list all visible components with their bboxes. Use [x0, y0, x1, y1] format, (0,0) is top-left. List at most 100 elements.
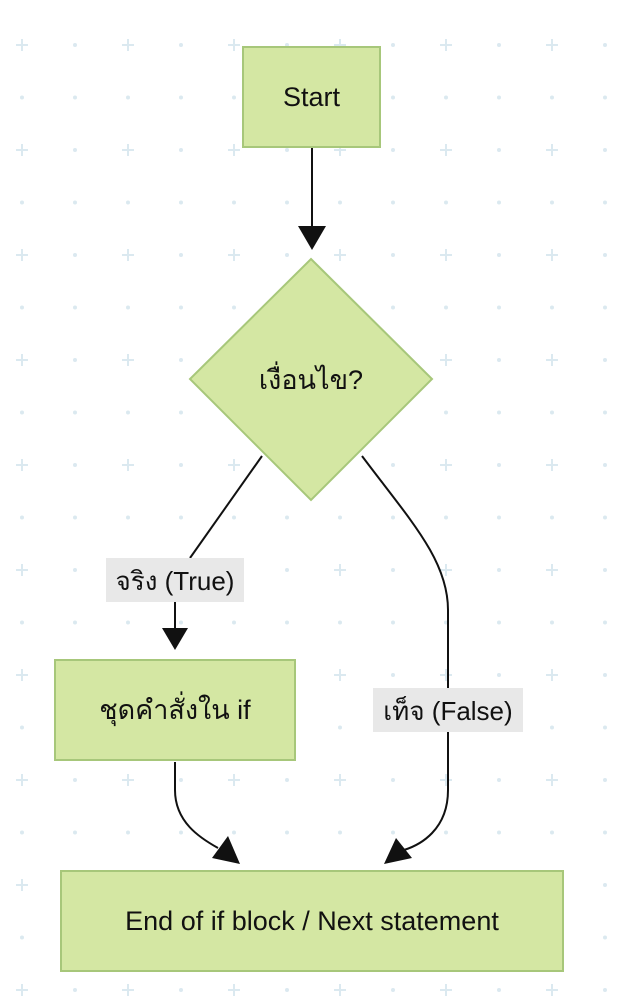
grid-dot-mark — [497, 515, 501, 520]
grid-plus-mark — [334, 774, 346, 786]
grid-dot-mark — [603, 305, 607, 310]
grid-dot-mark — [550, 830, 554, 835]
grid-dot-mark — [73, 620, 77, 625]
grid-plus-mark — [122, 39, 134, 51]
grid-dot-mark — [179, 463, 183, 467]
grid-dot-mark — [126, 410, 130, 415]
grid-dot-mark — [73, 568, 77, 572]
grid-dot-mark — [391, 778, 395, 782]
grid-dot-mark — [444, 305, 448, 310]
grid-dot-mark — [444, 515, 448, 520]
grid-dot-mark — [232, 620, 236, 625]
grid-dot-mark — [391, 515, 395, 520]
edge-label-true-background — [106, 558, 244, 602]
grid-dot-mark — [73, 988, 77, 992]
grid-plus-mark — [440, 774, 452, 786]
arrowhead-start-to-condition — [298, 226, 326, 250]
grid-plus-mark — [16, 354, 28, 366]
edge-label-false: เท็จ (False) — [373, 688, 523, 732]
grid-dot-mark — [497, 463, 501, 467]
node-condition[interactable]: เงื่อนไข? — [188, 257, 434, 502]
arrowhead-true-to-if — [162, 628, 188, 650]
grid-dot-mark — [20, 515, 24, 520]
grid-dot-mark — [497, 358, 501, 362]
grid-dot-mark — [603, 358, 607, 362]
grid-dot-mark — [391, 95, 395, 100]
grid-dot-mark — [603, 673, 607, 677]
grid-plus-mark — [16, 39, 28, 51]
grid-dot-mark — [391, 148, 395, 152]
grid-dot-mark — [73, 358, 77, 362]
grid-dot-mark — [497, 568, 501, 572]
grid-dot-mark — [232, 200, 236, 205]
node-start[interactable]: Start — [242, 46, 381, 148]
grid-plus-mark — [546, 984, 558, 996]
grid-dot-mark — [179, 515, 183, 520]
grid-dot-mark — [126, 200, 130, 205]
grid-dot-mark — [497, 830, 501, 835]
edge-label-false-background — [373, 688, 523, 732]
edge-label-false-text: เท็จ (False) — [383, 695, 512, 726]
grid-dot-mark — [179, 620, 183, 625]
grid-dot-mark — [391, 463, 395, 467]
grid-dot-mark — [391, 200, 395, 205]
grid-dot-mark — [285, 830, 289, 835]
grid-dot-mark — [126, 515, 130, 520]
grid-dot-mark — [232, 95, 236, 100]
grid-dot-mark — [73, 200, 77, 205]
node-end[interactable]: End of if block / Next statement — [60, 870, 564, 972]
grid-dot-mark — [391, 253, 395, 257]
grid-dot-mark — [179, 358, 183, 362]
grid-dot-mark — [497, 43, 501, 47]
grid-dot-mark — [603, 778, 607, 782]
grid-plus-mark — [546, 144, 558, 156]
grid-dot-mark — [444, 410, 448, 415]
node-if-block[interactable]: ชุดคำสั่งใน if — [54, 659, 296, 761]
grid-dot-mark — [20, 95, 24, 100]
grid-dot-mark — [497, 673, 501, 677]
grid-dot-mark — [232, 305, 236, 310]
grid-dot-mark — [603, 988, 607, 992]
grid-dot-mark — [20, 725, 24, 730]
grid-dot-mark — [285, 620, 289, 625]
grid-plus-mark — [122, 459, 134, 471]
grid-dot-mark — [338, 830, 342, 835]
grid-dot-mark — [550, 725, 554, 730]
grid-plus-mark — [122, 144, 134, 156]
grid-dot-mark — [391, 673, 395, 677]
grid-dot-mark — [73, 463, 77, 467]
grid-dot-mark — [497, 778, 501, 782]
node-if-block-box — [54, 659, 296, 761]
grid-dot-mark — [550, 620, 554, 625]
grid-dot-mark — [444, 200, 448, 205]
grid-plus-mark — [16, 669, 28, 681]
grid-dot-mark — [603, 830, 607, 835]
grid-dot-mark — [73, 305, 77, 310]
grid-plus-mark — [228, 249, 240, 261]
grid-dot-mark — [73, 253, 77, 257]
grid-dot-mark — [603, 515, 607, 520]
grid-dot-mark — [126, 95, 130, 100]
grid-dot-mark — [391, 568, 395, 572]
grid-dot-mark — [73, 43, 77, 47]
grid-dot-mark — [497, 305, 501, 310]
grid-plus-mark — [122, 774, 134, 786]
grid-dot-mark — [603, 725, 607, 730]
node-start-box — [242, 46, 381, 148]
grid-dot-mark — [179, 410, 183, 415]
grid-dot-mark — [338, 725, 342, 730]
grid-dot-mark — [73, 410, 77, 415]
grid-plus-mark — [440, 564, 452, 576]
grid-dot-mark — [603, 200, 607, 205]
grid-plus-mark — [16, 879, 28, 891]
grid-dot-mark — [179, 830, 183, 835]
grid-dot-mark — [603, 43, 607, 47]
grid-dot-mark — [391, 830, 395, 835]
edge-label-true-text: จริง (True) — [116, 566, 235, 596]
grid-plus-mark — [334, 984, 346, 996]
grid-dot-mark — [338, 515, 342, 520]
grid-plus-mark — [228, 39, 240, 51]
grid-plus-mark — [228, 774, 240, 786]
grid-dot-mark — [603, 620, 607, 625]
